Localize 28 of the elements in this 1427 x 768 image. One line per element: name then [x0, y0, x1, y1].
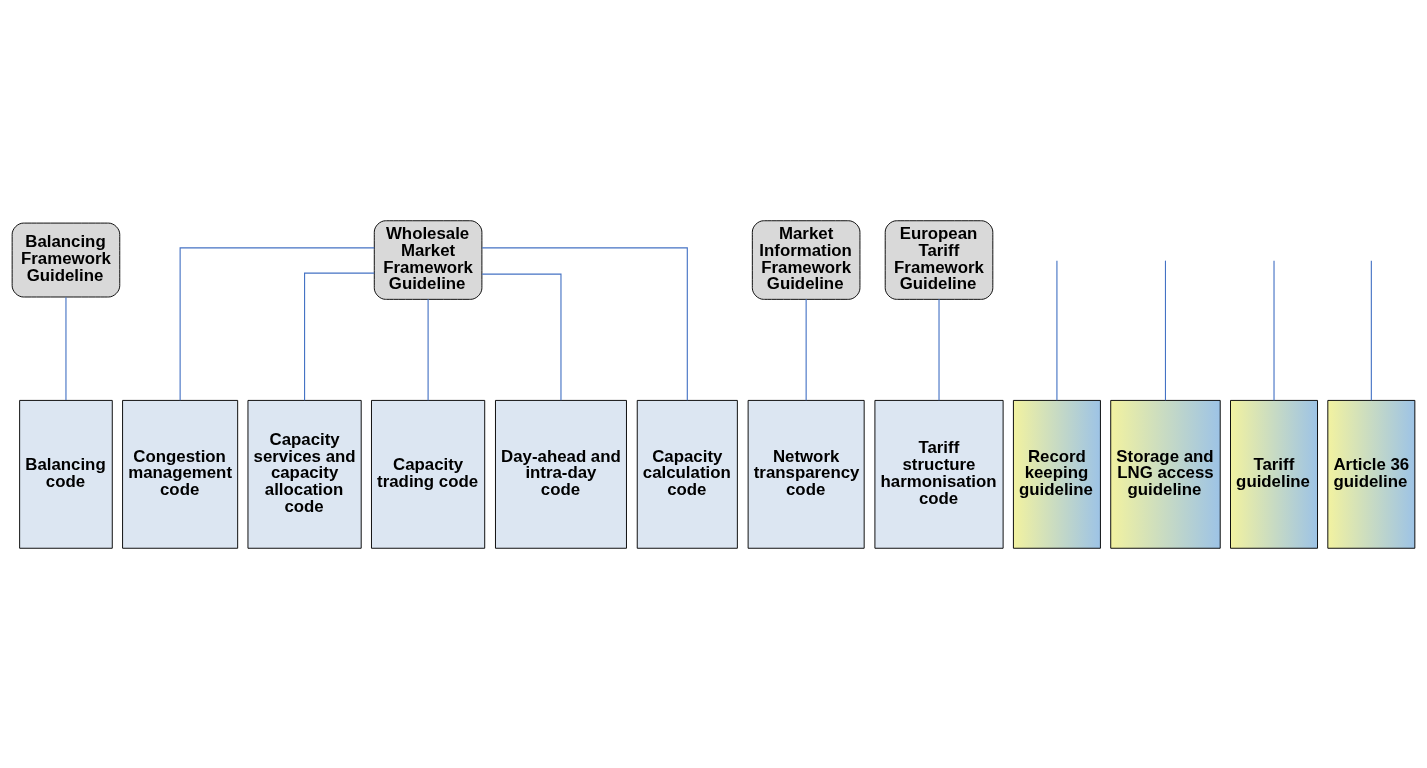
node-box: Balancing code	[19, 399, 113, 549]
connector	[304, 272, 375, 401]
node-box: Article 36 guideline	[1327, 399, 1416, 549]
connector	[1273, 259, 1275, 401]
connector	[1370, 259, 1372, 401]
node-box: Wholesale Market Framework Guideline	[373, 219, 483, 300]
connector	[427, 298, 429, 401]
node-box: Day-ahead and intra-day code	[495, 399, 627, 549]
node-box: Capacity calculation code	[636, 399, 738, 549]
connector	[805, 298, 807, 401]
node-box: Balancing Framework Guideline	[11, 222, 121, 297]
node-box: Capacity trading code	[371, 399, 486, 549]
connector	[1056, 259, 1058, 401]
node-box: Tariff structure harmonisation code	[874, 399, 1004, 549]
connector	[1164, 259, 1167, 401]
connector	[65, 296, 67, 401]
connector	[481, 246, 688, 401]
node-box: Market Information Framework Guideline	[751, 219, 861, 300]
connector	[481, 273, 562, 401]
node-box: Tariff guideline	[1230, 399, 1318, 549]
node-box: Network transparency code	[747, 399, 865, 549]
node-box: European Tariff Framework Guideline	[884, 219, 994, 300]
node-box: Record keeping guideline	[1012, 399, 1101, 549]
node-box: Storage and LNG access guideline	[1110, 399, 1221, 549]
node-box: Capacity services and capacity allocation code	[247, 399, 362, 549]
node-box: Congestion management code	[122, 399, 239, 549]
connector	[179, 246, 375, 401]
connector	[938, 298, 940, 401]
